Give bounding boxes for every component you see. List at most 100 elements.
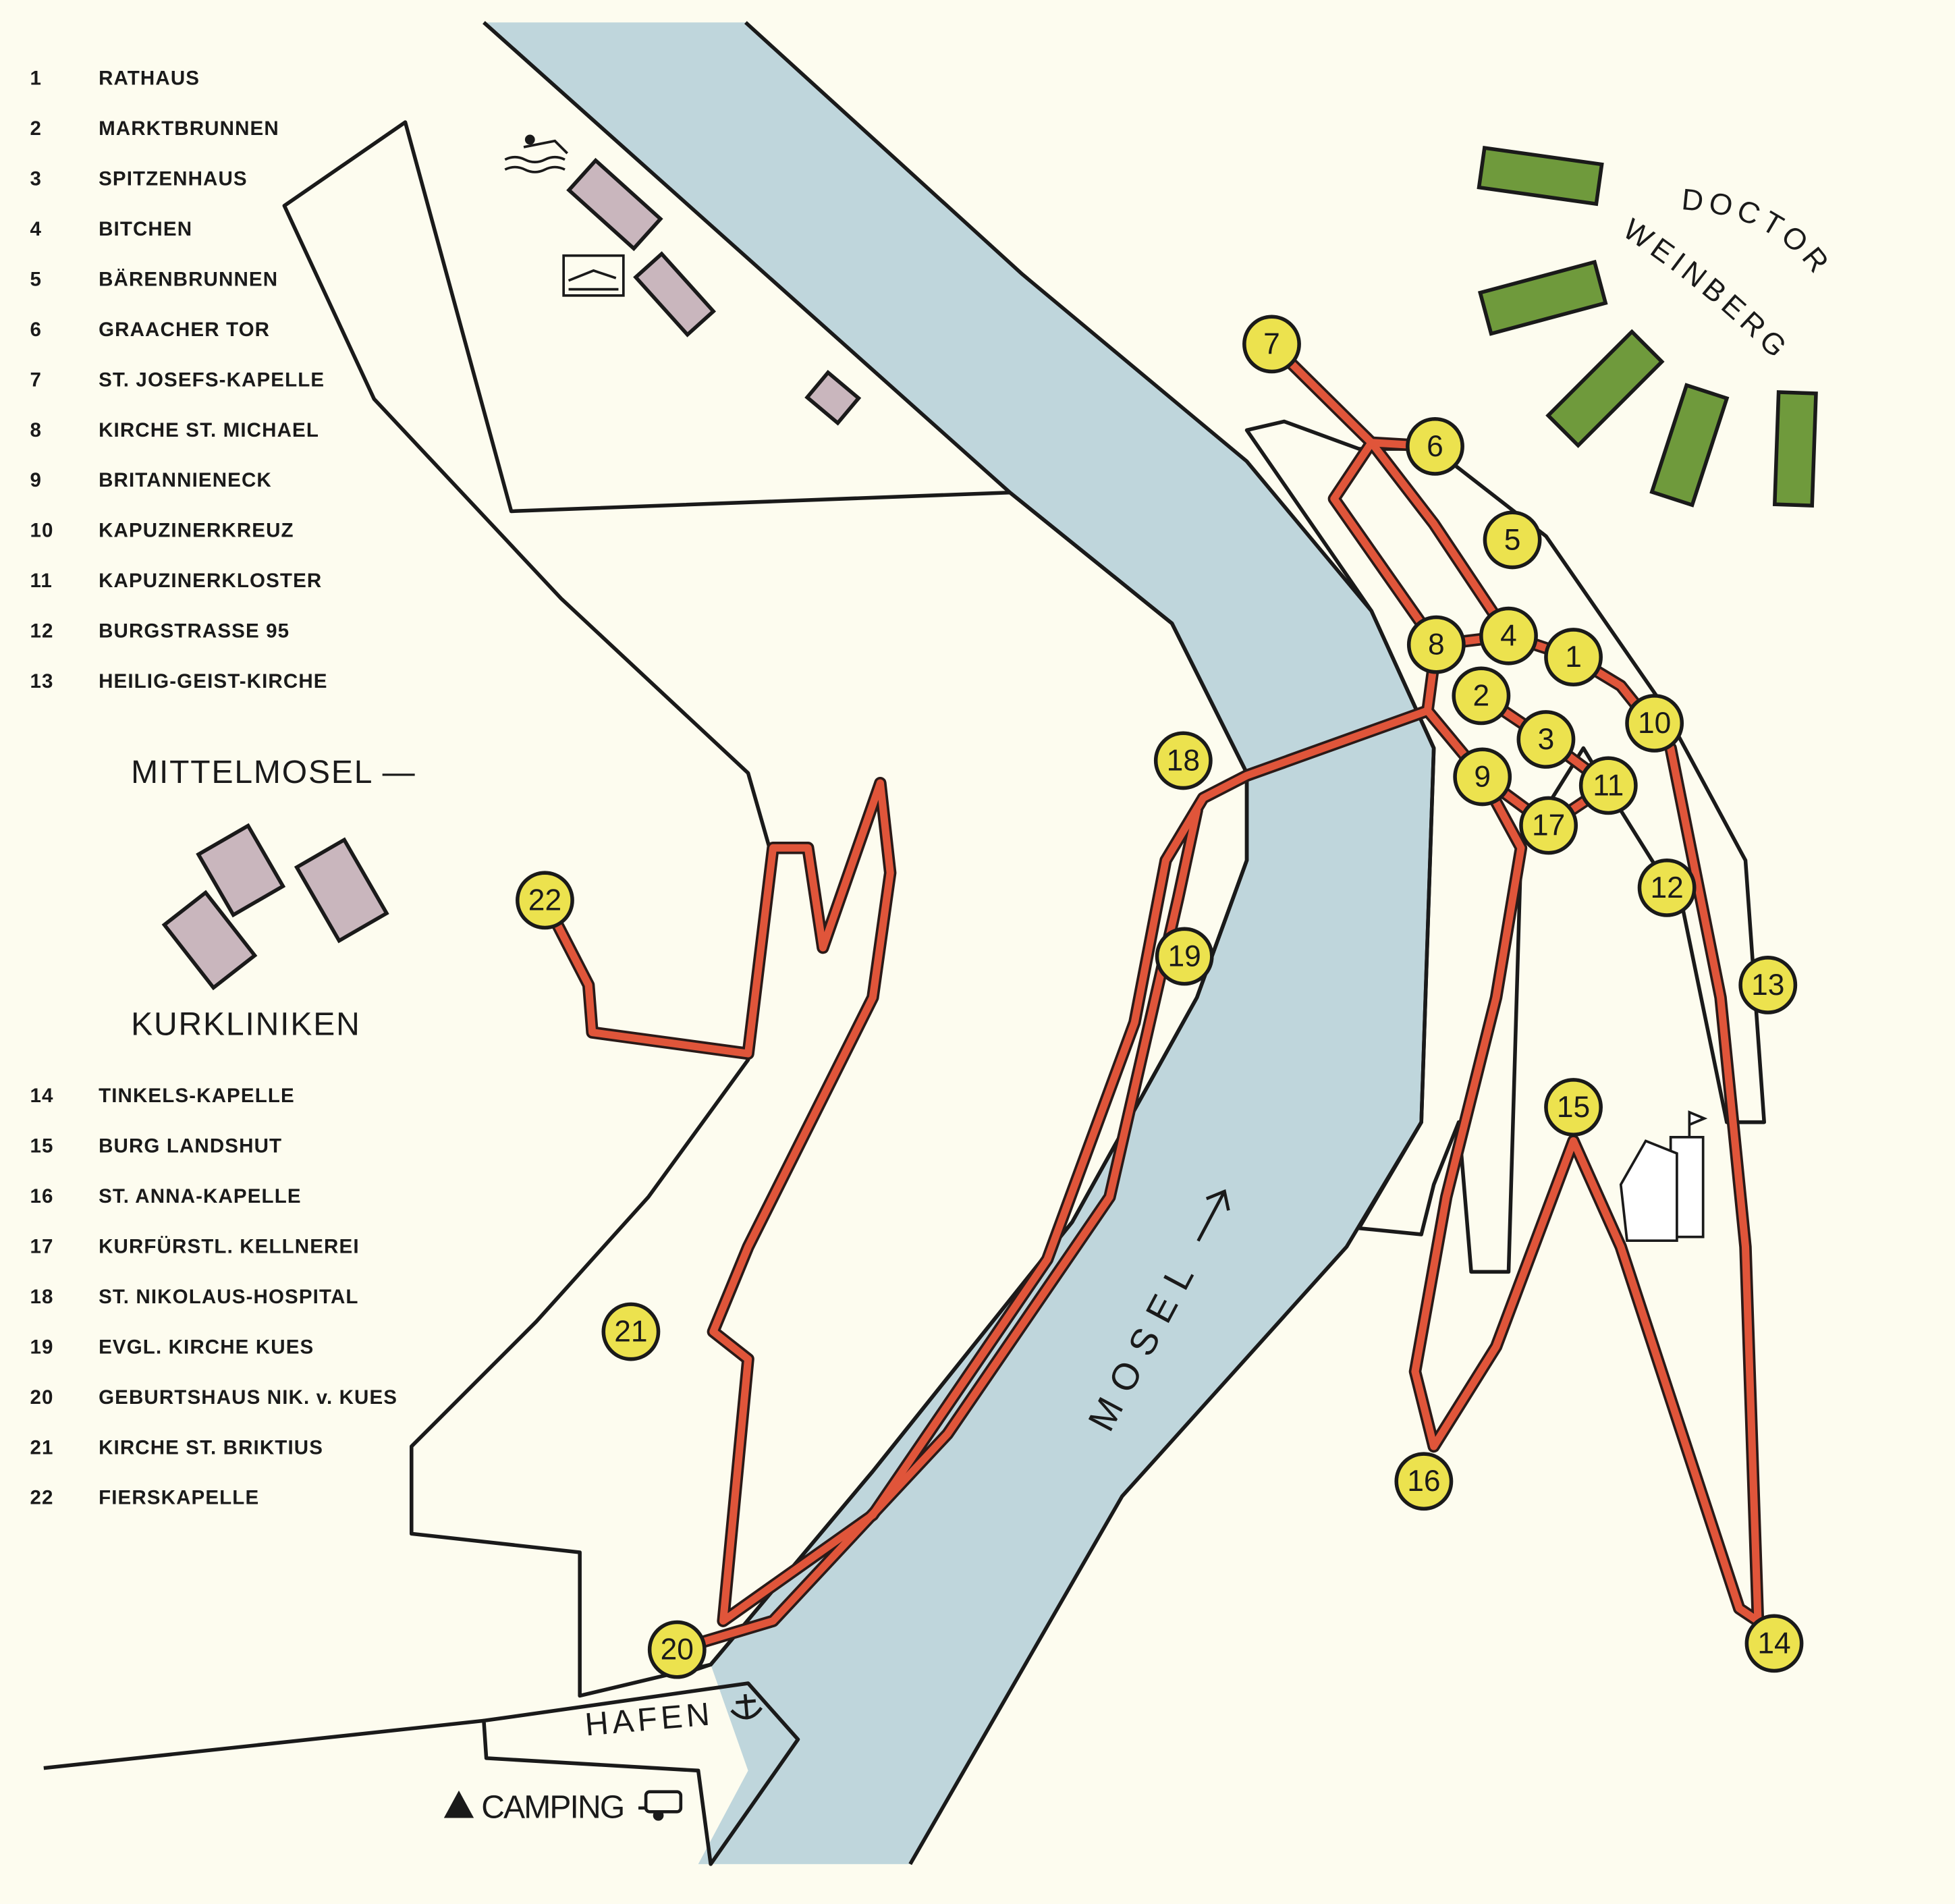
marker-number: 21 [614, 1315, 647, 1349]
marker-8[interactable]: 8 [1406, 615, 1466, 674]
marker-number: 11 [1593, 769, 1624, 802]
legend-label: HEILIG-GEIST-KIRCHE [99, 670, 328, 692]
marker-16[interactable]: 16 [1394, 1452, 1454, 1511]
marker-number: 20 [661, 1633, 694, 1666]
legend-number: 15 [30, 1135, 53, 1158]
marker-9[interactable]: 9 [1453, 747, 1512, 807]
marker-number: 15 [1557, 1091, 1590, 1124]
legend-number: 14 [30, 1085, 53, 1107]
marker-number: 16 [1407, 1465, 1440, 1498]
marker-7[interactable]: 7 [1242, 315, 1301, 374]
land-kues [282, 120, 1249, 1698]
marker-number: 4 [1500, 620, 1517, 653]
camping-label: CAMPING [481, 1790, 624, 1826]
legend-label: FIERSKAPELLE [99, 1487, 259, 1509]
marker-10[interactable]: 10 [1625, 694, 1684, 753]
marker-number: 22 [528, 883, 561, 917]
legend-label: KAPUZINERKLOSTER [99, 570, 322, 592]
marker-circle [1544, 628, 1603, 687]
anchor-icon [730, 1693, 763, 1720]
legend-number: 22 [30, 1487, 53, 1509]
marker-circle [516, 871, 574, 930]
swimming-icon [504, 134, 569, 173]
shoreline [43, 1718, 485, 1770]
marker-20[interactable]: 20 [647, 1620, 707, 1679]
marker-number: 9 [1474, 760, 1491, 793]
marker-22[interactable]: 22 [516, 871, 574, 930]
marker-circle [1519, 796, 1578, 855]
marker-circle [1744, 1614, 1804, 1673]
legend-label: RATHAUS [99, 67, 200, 90]
marker-3[interactable]: 3 [1516, 710, 1576, 769]
marker-14[interactable]: 14 [1744, 1614, 1804, 1673]
legend-label: ST. ANNA-KAPELLE [99, 1185, 302, 1207]
marker-circle [1406, 615, 1466, 674]
marker-circle [601, 1302, 661, 1361]
marker-13[interactable]: 13 [1738, 956, 1798, 1014]
marker-number: 8 [1428, 628, 1445, 661]
legend-number: 18 [30, 1286, 53, 1308]
legend-number: 1 [30, 67, 42, 90]
kurkliniken-label: KURKLINIKEN [131, 1006, 361, 1042]
indoor-pool-icon [562, 254, 625, 297]
legend-label: BITCHEN [99, 218, 192, 240]
marker-circle [1738, 956, 1798, 1014]
marker-6[interactable]: 6 [1406, 416, 1464, 476]
marker-18[interactable]: 18 [1153, 731, 1213, 790]
legend-number: 5 [30, 268, 42, 290]
marker-circle [1544, 1078, 1603, 1137]
marker-4[interactable]: 4 [1479, 606, 1538, 665]
caravan-icon [638, 1790, 683, 1821]
castle-landshut-icon [1619, 1110, 1708, 1243]
legend-label: KURFÜRSTL. KELLNEREI [99, 1235, 360, 1257]
marker-number: 12 [1650, 871, 1683, 904]
marker-circle [1452, 666, 1511, 726]
marker-circle [1637, 858, 1697, 917]
vineyards-doctor [1477, 146, 1818, 508]
marker-circle [1242, 315, 1301, 374]
legend-number: 3 [30, 168, 42, 190]
legend-label: BURG LANDSHUT [99, 1135, 282, 1158]
marker-17[interactable]: 17 [1519, 796, 1578, 855]
legend-number: 11 [30, 570, 52, 592]
marker-circle [647, 1620, 707, 1679]
legend-label: KAPUZINERKREUZ [99, 520, 294, 542]
land-bernkastel [1244, 419, 1766, 1274]
legend-label: EVGL. KIRCHE KUES [99, 1336, 314, 1358]
legend-label: GRAACHER TOR [99, 319, 270, 341]
marker-19[interactable]: 19 [1155, 927, 1214, 986]
marker-circle [1155, 927, 1214, 986]
legend-number: 20 [30, 1386, 53, 1409]
marker-11[interactable]: 11 [1578, 756, 1638, 815]
marker-21[interactable]: 21 [601, 1302, 661, 1361]
legend-label: BÄRENBRUNNEN [99, 268, 278, 290]
legend-label: BRITANNIENECK [99, 469, 272, 491]
marker-circle [1625, 694, 1684, 753]
marker-circle [1153, 731, 1213, 790]
marker-circle [1394, 1452, 1454, 1511]
marker-5[interactable]: 5 [1483, 510, 1542, 570]
legend-label: MARKTBRUNNEN [99, 117, 279, 140]
marker-12[interactable]: 12 [1637, 858, 1697, 917]
legend-number: 16 [30, 1185, 53, 1207]
marker-number: 18 [1167, 744, 1200, 777]
legend-label: ST. JOSEFS-KAPELLE [99, 369, 325, 391]
marker-circle [1406, 416, 1464, 476]
marker-number: 19 [1168, 940, 1201, 973]
marker-number: 10 [1638, 707, 1671, 740]
legend-number: 12 [30, 620, 53, 643]
mittelmosel-label: MITTELMOSEL — [131, 755, 416, 790]
hafen-basin [482, 1681, 800, 1866]
marker-2[interactable]: 2 [1452, 666, 1511, 726]
marker-circle [1453, 747, 1512, 807]
marker-1[interactable]: 1 [1544, 628, 1603, 687]
marker-number: 13 [1751, 969, 1784, 1002]
legend-number: 17 [30, 1235, 53, 1257]
river-mosel [483, 22, 1434, 1864]
legend-label: SPITZENHAUS [99, 168, 248, 190]
marker-15[interactable]: 15 [1544, 1078, 1603, 1137]
